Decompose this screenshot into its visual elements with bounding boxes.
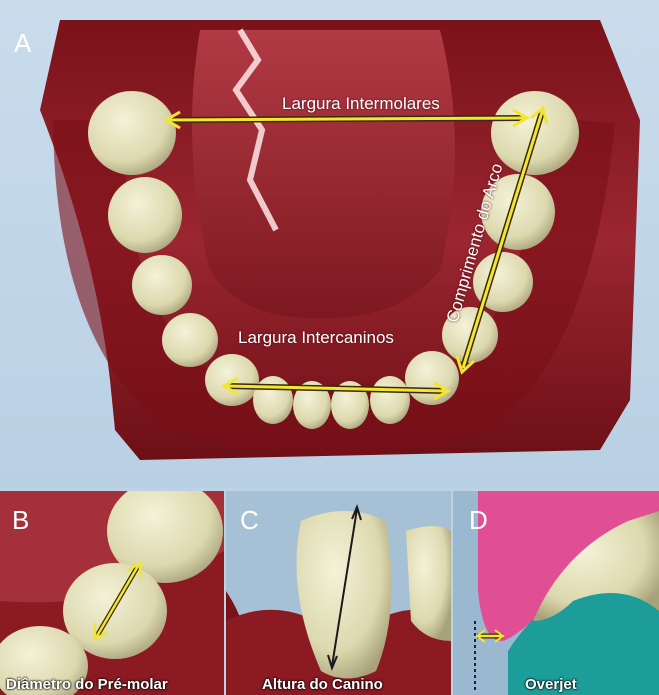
intercanine-width-label: Largura Intercaninos — [238, 328, 394, 348]
panel-b-premolar: B Diâmetro do Pré-molar — [0, 491, 224, 695]
premolar-illustration — [0, 491, 224, 695]
panel-c-label: C — [240, 505, 259, 536]
lower-arch-illustration — [0, 0, 659, 487]
tooth — [162, 313, 218, 367]
mouth-floor — [192, 30, 455, 318]
tooth — [253, 376, 293, 424]
panel-d-overjet: D Overjet — [453, 491, 659, 695]
tooth — [405, 351, 459, 405]
panel-d-label: D — [469, 505, 488, 536]
premolar-diameter-caption: Diâmetro do Pré-molar — [6, 676, 168, 693]
tooth — [108, 177, 182, 253]
tooth — [370, 376, 410, 424]
tooth — [88, 91, 176, 175]
canine-height-caption: Altura do Canino — [262, 676, 383, 693]
panel-a-lower-arch: A Largura Intermolares Largura Intercani… — [0, 0, 659, 487]
panel-b-label: B — [12, 505, 29, 536]
panel-c-canine: C Altura do Canino — [226, 491, 451, 695]
panel-a-label: A — [14, 28, 31, 59]
canine-illustration — [226, 491, 451, 695]
tooth — [132, 255, 192, 315]
overjet-caption: Overjet — [525, 676, 577, 693]
intermolar-width-label: Largura Intermolares — [282, 94, 440, 114]
